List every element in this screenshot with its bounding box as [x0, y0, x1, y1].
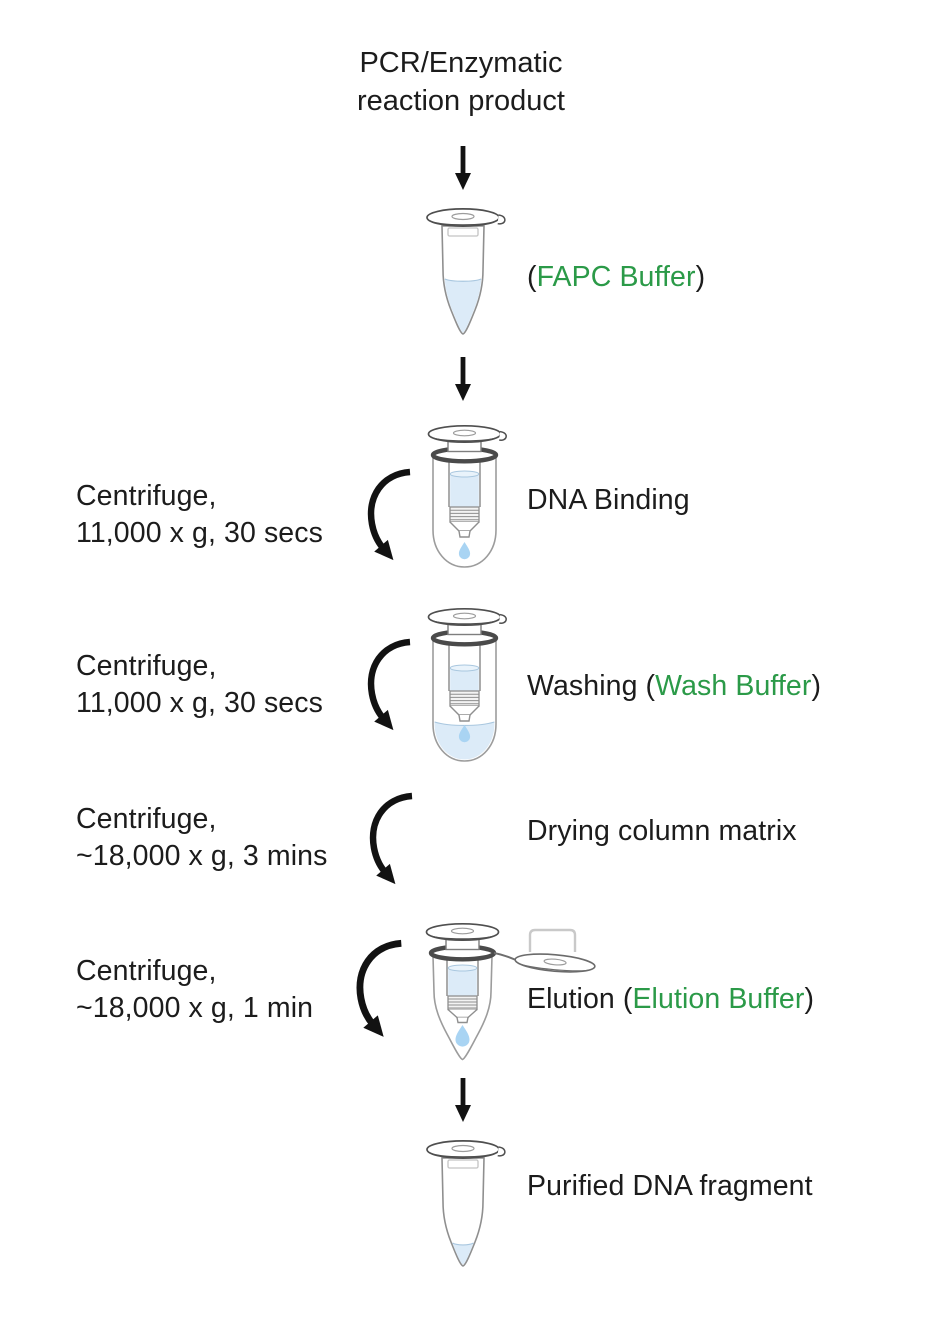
down-arrow-icon	[455, 146, 471, 190]
drying-label: Drying column matrix	[527, 815, 797, 847]
buffer-name: Wash Buffer	[655, 670, 812, 702]
centrifuge-line-2: ~18,000 x g, 1 min	[76, 992, 314, 1024]
buffer-name: FAPC Buffer	[536, 261, 696, 293]
paren-close: )	[695, 261, 706, 293]
fapc-buffer-label: (FAPC Buffer)	[527, 259, 705, 296]
purified-dna-label: Purified DNA fragment	[527, 1170, 813, 1202]
centrifuge-note-elution: Centrifuge, ~18,000 x g, 1 min	[76, 953, 313, 1027]
elution-label: Elution (Elution Buffer)	[527, 981, 814, 1018]
buffer-name: Elution Buffer	[632, 983, 805, 1015]
centrifuge-line-2: ~18,000 x g, 3 mins	[76, 840, 328, 872]
dna-binding-label: DNA Binding	[527, 484, 690, 516]
closed-tube-purified-dna-icon	[426, 1140, 506, 1267]
centrifuge-line-1: Centrifuge,	[76, 650, 217, 682]
centrifuge-rotation-arrow-icon	[369, 792, 413, 885]
centrifuge-line-1: Centrifuge,	[76, 480, 217, 512]
centrifuge-note-drying: Centrifuge, ~18,000 x g, 3 mins	[76, 801, 327, 875]
closed-tube-with-buffer-icon	[426, 208, 506, 335]
paren-open: (	[527, 261, 537, 293]
centrifuge-line-2: 11,000 x g, 30 secs	[76, 687, 323, 719]
centrifuge-line-2: 11,000 x g, 30 secs	[76, 517, 323, 549]
spin-column-washing-icon	[427, 607, 507, 762]
title-line-2: reaction product	[357, 85, 565, 117]
elution-label-black: Elution (	[527, 983, 633, 1015]
title-line-1: PCR/Enzymatic	[359, 47, 563, 79]
centrifuge-rotation-arrow-icon	[367, 468, 411, 561]
down-arrow-icon	[455, 357, 471, 401]
centrifuge-rotation-arrow-icon	[356, 939, 402, 1037]
down-arrow-icon	[455, 1078, 471, 1122]
paren-close: )	[811, 670, 822, 702]
page-title: PCR/Enzymatic reaction product	[161, 44, 761, 120]
centrifuge-line-1: Centrifuge,	[76, 955, 217, 987]
centrifuge-line-1: Centrifuge,	[76, 803, 217, 835]
spin-column-elution-open-lid-icon	[425, 922, 596, 1061]
washing-label-black: Washing (	[527, 670, 656, 702]
centrifuge-note-washing: Centrifuge, 11,000 x g, 30 secs	[76, 648, 323, 722]
spin-column-binding-icon	[427, 424, 507, 568]
washing-label: Washing (Wash Buffer)	[527, 668, 821, 705]
centrifuge-note-binding: Centrifuge, 11,000 x g, 30 secs	[76, 478, 323, 552]
paren-close: )	[804, 983, 815, 1015]
centrifuge-rotation-arrow-icon	[367, 638, 411, 731]
